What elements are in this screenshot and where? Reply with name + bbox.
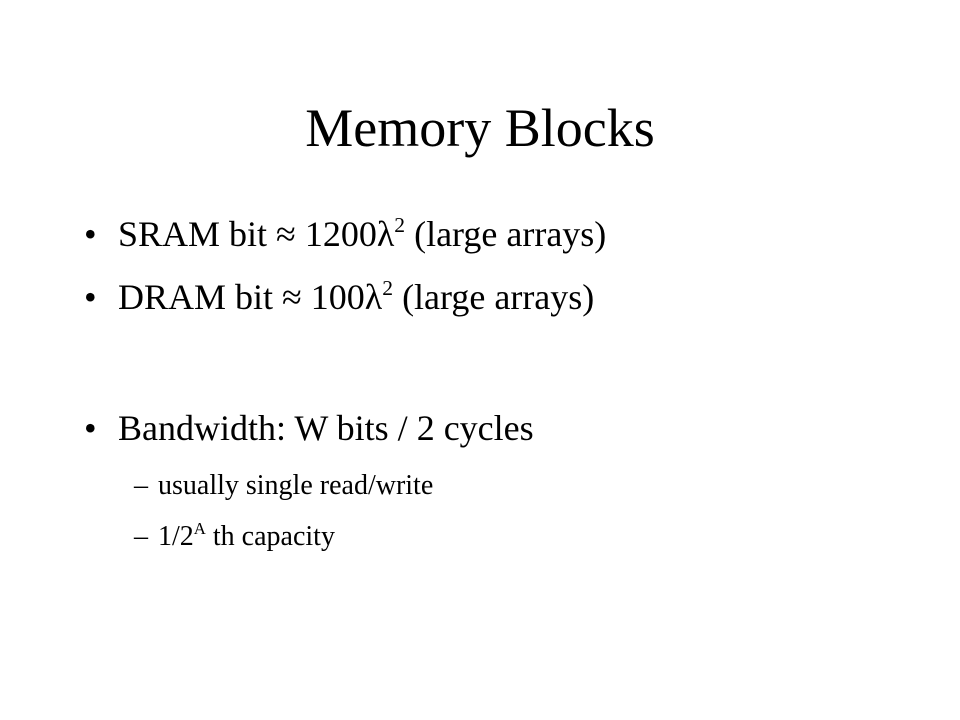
bullet-icon: • xyxy=(84,408,97,448)
capacity-exponent: A xyxy=(193,519,206,539)
sram-suffix: (large arrays) xyxy=(405,214,607,254)
capacity-suffix: th capacity xyxy=(205,521,335,552)
dram-value: 100λ xyxy=(301,277,383,317)
approx-symbol: ≈ xyxy=(282,277,302,317)
bullet-icon: • xyxy=(84,277,97,317)
dram-bit-text: DRAM bit ≈ 100λ2 (large arrays) xyxy=(118,273,594,321)
dram-exponent: 2 xyxy=(382,275,394,300)
capacity-prefix: 1/2 xyxy=(158,521,194,552)
dram-suffix: (large arrays) xyxy=(393,277,595,317)
capacity-text: 1/2A th capacity xyxy=(158,518,335,556)
approx-symbol: ≈ xyxy=(276,214,296,254)
sram-prefix: SRAM bit xyxy=(118,214,277,254)
read-write-text: usually single read/write xyxy=(158,470,434,501)
dash-icon: – xyxy=(134,521,148,552)
sram-value: 1200λ xyxy=(295,214,395,254)
sram-exponent: 2 xyxy=(394,212,406,237)
bandwidth-text: Bandwidth: W bits / 2 cycles xyxy=(118,408,534,448)
sram-bit-text: SRAM bit ≈ 1200λ2 (large arrays) xyxy=(118,210,606,258)
bullet-icon: • xyxy=(84,214,97,254)
dram-prefix: DRAM bit xyxy=(118,277,283,317)
dash-icon: – xyxy=(134,470,148,501)
slide-title: Memory Blocks xyxy=(305,98,655,158)
